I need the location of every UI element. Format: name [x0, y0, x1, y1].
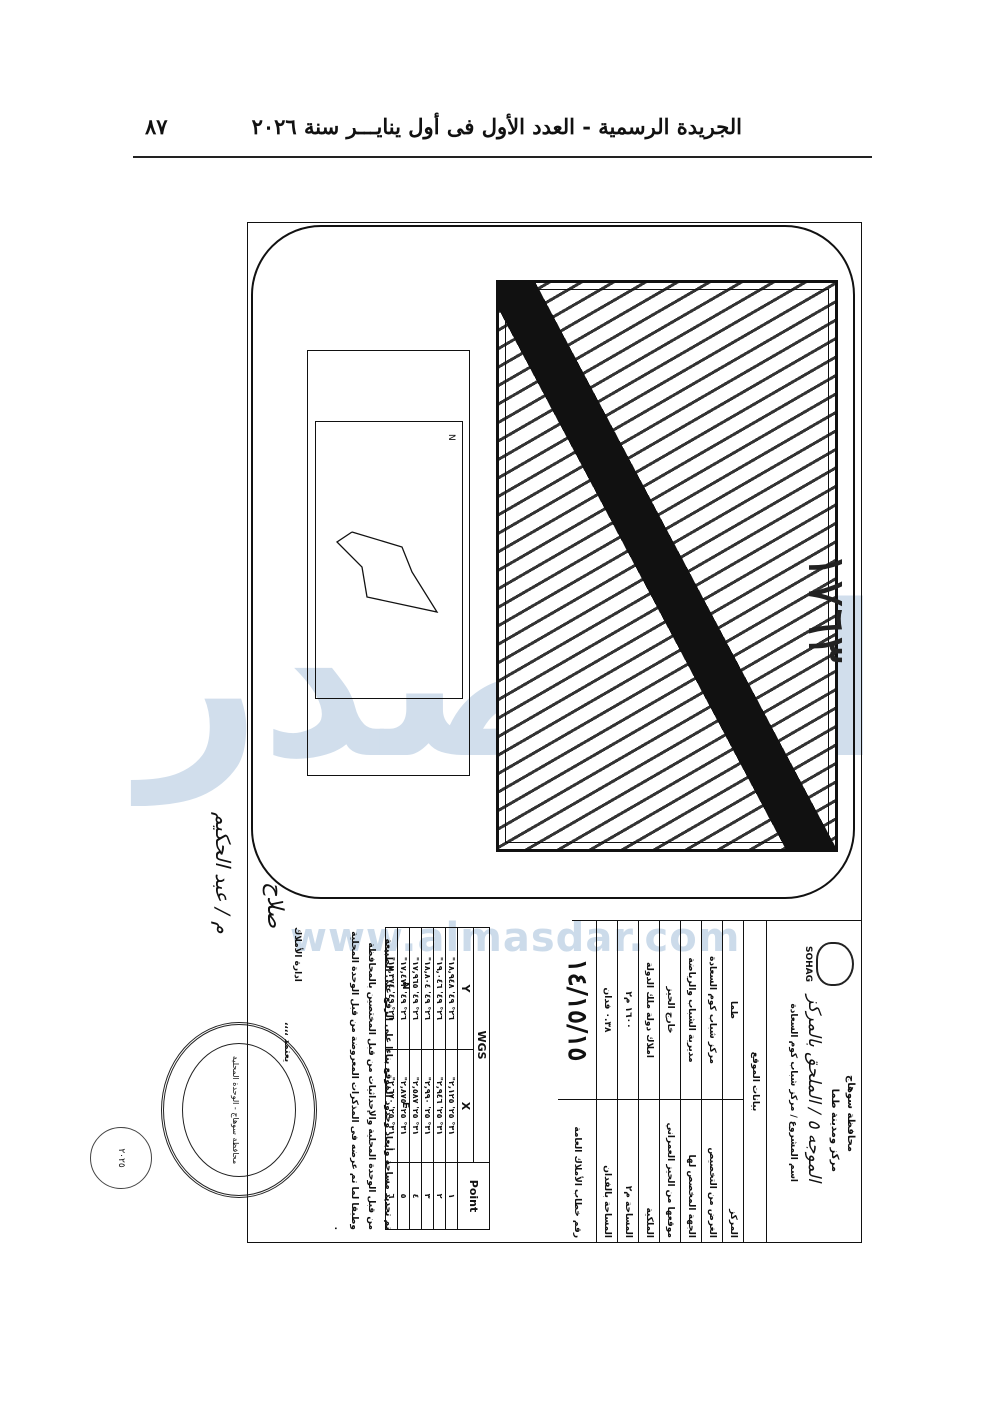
table-cell: ٢٦° ٤٩' ١٨,٨٠٤" [421, 927, 434, 1050]
header-rule [133, 156, 872, 158]
table-cell: ٣١° ٢٥' ٢,٥٨٧" [409, 1049, 422, 1163]
parcel-sketch: N [315, 421, 463, 699]
axis-e-label: E [400, 1102, 410, 1109]
parcel-outline [335, 531, 439, 613]
table-cell: ٣١° ٢٥' ٢,١٢٥" [445, 1049, 458, 1163]
table-header-cell: WGS [473, 927, 490, 1163]
table-cell: ١ [445, 1162, 458, 1230]
table-header-cell: Point [457, 1162, 490, 1230]
plot-number: ١٧٦٣ [796, 552, 856, 664]
table-cell: ٤ [409, 1162, 422, 1230]
table-cell: ٢٦° ٤٩' ١٨,٩٤٨" [445, 927, 458, 1050]
official-seal: محافظة سوهاج - الوحدة المحلية [161, 1022, 317, 1198]
table-cell: ٣ [421, 1162, 434, 1230]
section-title: بيانات الموقع [743, 921, 766, 1242]
approval-label: يعتمد ،،،، [282, 1022, 292, 1063]
table-cell: ٣١° ٢٥' ٢,٩٩٠" [421, 1049, 434, 1163]
table-header-cell: Y [457, 927, 474, 1050]
small-stamp: ٢٠٢٥ [90, 1127, 152, 1189]
project-name: اسم المشروع / مركز شباب كوم السعادة [788, 1003, 798, 1182]
page-number: ٨٧ [145, 114, 168, 139]
table-cell: ٥ [397, 1162, 410, 1230]
site-info-table: محافظة سوهاج مركز ومدينة طما الموجه ٥ / … [558, 920, 862, 1242]
watermark-url: www.almasdar.com [290, 915, 741, 961]
table-cell: ٣١° ٢٥' ٢,٩٤٦" [433, 1049, 446, 1163]
table-header-cell: X [457, 1049, 474, 1163]
table-cell: ٢٦° ٤٩' ١٩,٠٤٦" [433, 927, 446, 1050]
project-handwritten: الموجه ٥ / الملحق بالمركز [804, 995, 824, 1182]
axis-n-label: N [400, 982, 410, 990]
table-cell: ٢ [433, 1162, 446, 1230]
table-cell: ٢٦° ٤٩' ١٧,٩٦٥" [409, 927, 422, 1050]
center-name: مركز ومدينة طما [829, 1088, 840, 1172]
department-label: ادارة الأملاك [292, 927, 302, 982]
sohag-logo: SOHAG [803, 929, 854, 999]
gazette-title: الجريدة الرسمية - العدد الأول فى أول ينا… [251, 114, 742, 139]
governorate: محافظة سوهاج [845, 1075, 856, 1152]
north-arrow-icon: N [446, 434, 456, 441]
survey-note: تم تحديد مساحة وأبعاد وحدود الموقع بناءا… [332, 931, 393, 1230]
aerial-photo [496, 280, 838, 852]
info-header: محافظة سوهاج مركز ومدينة طما الموجه ٥ / … [766, 921, 862, 1242]
handwritten-signatures: م / عبد الحكيم [211, 812, 235, 934]
signature: صلاح [262, 882, 287, 929]
site-plan-sheet: ١٧٦٣ N محافظة سوهاج مركز ومدينة طما المو… [90, 222, 862, 1243]
key-map: N [307, 350, 470, 776]
page-header: الجريدة الرسمية - العدد الأول فى أول ينا… [133, 110, 872, 150]
